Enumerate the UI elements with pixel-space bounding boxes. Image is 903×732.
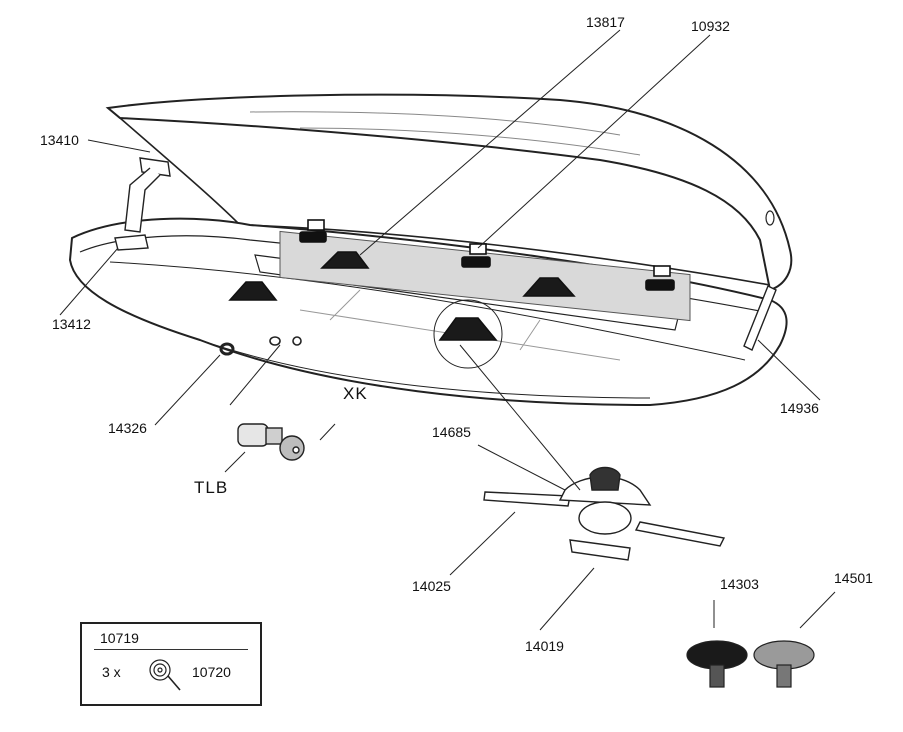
tape-roll-icon — [149, 659, 181, 691]
knob-black — [686, 640, 748, 688]
label-14326: 14326 — [108, 420, 147, 436]
kit-quantity: 3 x — [102, 664, 121, 680]
washer-part — [219, 342, 235, 356]
hinge-arm — [114, 157, 171, 251]
label-10932: 10932 — [691, 18, 730, 34]
kit-code: 10719 — [100, 630, 139, 646]
label-13412: 13412 — [52, 316, 91, 332]
kit-divider — [94, 649, 248, 650]
label-xk: XK — [343, 384, 368, 403]
knob-grey — [753, 640, 815, 688]
kit-part-number: 10720 — [192, 664, 231, 680]
label-14019: 14019 — [525, 638, 564, 654]
rail-brackets — [299, 219, 675, 291]
detail-circle — [433, 299, 503, 369]
mount-assembly-detail — [483, 466, 726, 561]
label-13410: 13410 — [40, 132, 79, 148]
label-14936: 14936 — [780, 400, 819, 416]
label-14025: 14025 — [412, 578, 451, 594]
lock-barrel — [269, 336, 302, 346]
label-13817: 13817 — [586, 14, 625, 30]
label-14501: 14501 — [834, 570, 873, 586]
label-tlb: TLB — [194, 478, 229, 497]
gas-strut — [743, 285, 777, 351]
mount-knobs — [228, 251, 576, 341]
lock-cylinder-with-key — [237, 423, 305, 461]
label-14303: 14303 — [720, 576, 759, 592]
label-14685: 14685 — [432, 424, 471, 440]
kit-box: 10719 3 x 10720 — [80, 622, 262, 706]
leader-lines — [59, 29, 836, 631]
